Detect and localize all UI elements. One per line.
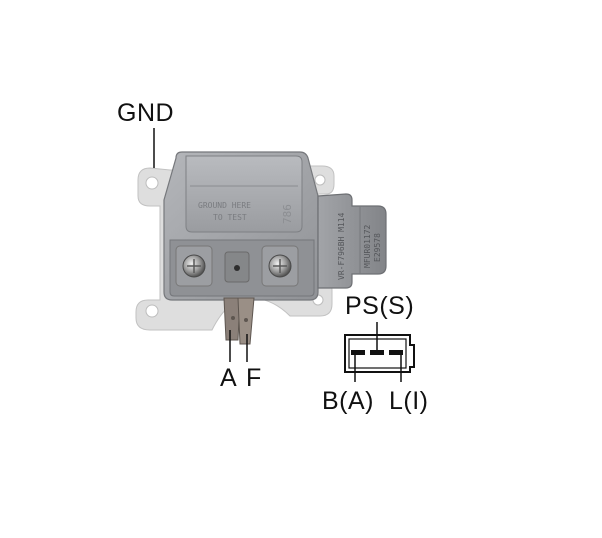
housing-cover-plate: [185, 155, 303, 233]
gnd-label: GND: [117, 99, 175, 127]
side-number-engraving: 786: [281, 204, 294, 224]
bracket-hole-bottom-left: [145, 304, 159, 318]
a-terminal-label: A: [220, 364, 238, 392]
f-terminal-label: F: [246, 364, 262, 392]
bracket-hole-top-left: [145, 176, 159, 190]
code-engraving-1: MFUR01172: [363, 224, 372, 268]
pin-b: [351, 350, 365, 355]
l-terminal-label: L(I): [389, 387, 429, 415]
bracket-hole-top-right: [314, 174, 326, 186]
pin-ps: [370, 350, 384, 355]
b-terminal-label: B(A): [322, 387, 374, 415]
cover-engraving-line1: GROUND HERE: [198, 201, 251, 210]
connector-pin-diagram: [344, 322, 415, 382]
center-socket-hole: [234, 265, 240, 271]
ps-terminal-label: PS(S): [345, 292, 415, 320]
pin-l: [389, 350, 403, 355]
code-engraving-2: E29578: [373, 233, 382, 262]
part-number-engraving: VR-F796BH M114: [337, 212, 346, 280]
connector-plug: [317, 193, 387, 289]
cover-engraving-line2: TO TEST: [213, 213, 247, 222]
